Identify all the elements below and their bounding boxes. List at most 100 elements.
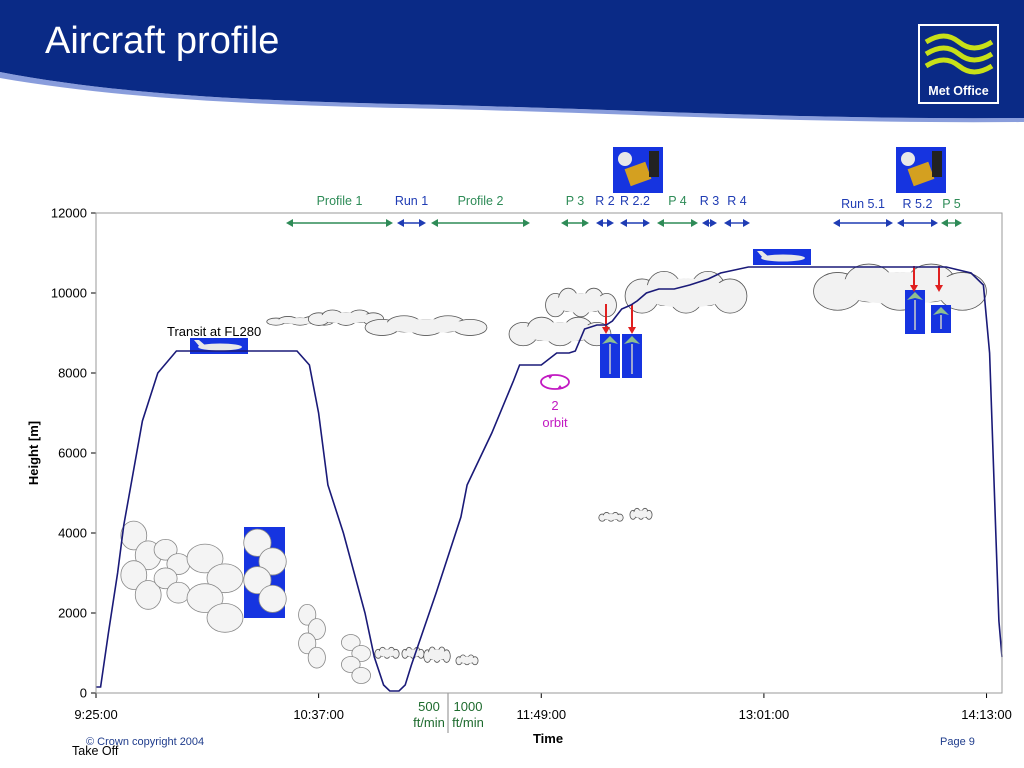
cloud-icon — [401, 646, 425, 659]
orbit-count-label: 2 — [551, 398, 558, 413]
segment-label: P 5 — [942, 197, 961, 211]
segment-label: Profile 1 — [317, 194, 363, 208]
orbit-icon — [540, 374, 570, 390]
segment-annotation: Run 1 — [395, 194, 428, 227]
segment-arrowhead-right — [710, 219, 717, 227]
cloud-icon — [364, 315, 488, 336]
x-tick-label: 14:13:00 — [961, 707, 1012, 722]
small-cloud-icon — [629, 507, 653, 520]
segment-annotation: R 2.2 — [620, 194, 650, 227]
cumulus-cloud-icon — [120, 520, 162, 610]
rate1-unit-label: ft/min — [413, 715, 445, 730]
x-tick-label: 11:49:00 — [516, 707, 566, 722]
segment-annotation: P 4 — [657, 194, 698, 227]
red-arrow-icon — [910, 266, 918, 292]
segment-annotation: P 3 — [561, 194, 589, 227]
segment-arrowhead-right — [955, 219, 962, 227]
cumulus-cloud-icon — [298, 603, 326, 669]
transit-label: Transit at FL280 — [167, 324, 261, 339]
cumulus-cloud-icon — [186, 543, 244, 633]
segment-arrowhead-right — [419, 219, 426, 227]
segment-arrowhead-left — [941, 219, 948, 227]
segment-annotation: R 2 — [595, 194, 615, 227]
met-office-logo: Met Office — [918, 24, 999, 104]
cumulus-cloud-icon — [243, 528, 287, 613]
rate2-value-label: 1000 — [454, 699, 483, 714]
segment-arrowhead-right — [523, 219, 530, 227]
segment-arrowhead-right — [886, 219, 893, 227]
cloud-icon — [545, 287, 617, 318]
dropsonde-icon — [905, 290, 925, 334]
segment-annotation: R 4 — [724, 194, 750, 227]
cloud-icon — [624, 270, 748, 314]
segment-arrowhead-left — [833, 219, 840, 227]
segment-arrowhead-left — [897, 219, 904, 227]
takeoff-label: Take Off — [72, 744, 119, 758]
segment-label: R 4 — [727, 194, 747, 208]
segment-arrowhead-left — [724, 219, 731, 227]
cloud-icon — [813, 263, 987, 311]
y-axis-label: Height [m] — [26, 421, 41, 485]
segment-arrowhead-left — [397, 219, 404, 227]
dropsonde-icon — [600, 334, 620, 378]
segment-label: R 2.2 — [620, 194, 650, 208]
cloud-icon — [423, 646, 451, 663]
segment-arrowhead-left — [620, 219, 627, 227]
segment-annotation: P 5 — [941, 197, 962, 227]
y-tick-label: 10000 — [51, 286, 87, 301]
aircraft-icon — [190, 338, 248, 354]
segment-label: R 2 — [595, 194, 615, 208]
satellite-icon — [896, 147, 946, 193]
segment-arrowhead-right — [582, 219, 589, 227]
cumulus-cloud-icon — [153, 538, 191, 604]
plot-area-frame — [95, 212, 1003, 694]
segment-arrowhead-right — [607, 219, 614, 227]
segment-arrowhead-right — [691, 219, 698, 227]
y-tick-label: 4000 — [58, 526, 87, 541]
copyright-text: © Crown copyright 2004 — [86, 736, 205, 748]
segment-annotation: Run 5.1 — [833, 197, 893, 227]
segment-label: Run 5.1 — [841, 197, 885, 211]
small-cloud-icon — [598, 512, 624, 522]
segment-annotation: R 5.2 — [897, 197, 938, 227]
header-banner — [0, 0, 1024, 125]
cloud-icon — [307, 309, 385, 326]
segment-arrowhead-right — [743, 219, 750, 227]
dropsonde-icon — [931, 305, 951, 333]
dropsonde-icon — [622, 334, 642, 378]
x-axis-label: Time — [533, 731, 563, 746]
red-arrow-icon — [935, 266, 943, 292]
logo-text: Met Office — [928, 84, 989, 98]
segment-arrowhead-left — [596, 219, 603, 227]
x-tick-label: 10:37:00 — [293, 707, 344, 722]
segment-label: R 5.2 — [903, 197, 933, 211]
segment-arrowhead-right — [643, 219, 650, 227]
chart-decorations — [120, 147, 987, 733]
segment-annotation: Profile 1 — [286, 194, 393, 227]
red-arrow-icon — [602, 304, 610, 334]
segment-arrowhead-right — [931, 219, 938, 227]
rate1-value-label: 500 — [418, 699, 440, 714]
cumulus-cloud-icon — [341, 634, 371, 684]
segment-annotation: Profile 2 — [431, 194, 530, 227]
series-altitude-line — [96, 266, 1003, 692]
x-tick-label: 13:01:00 — [739, 707, 790, 722]
orbit-word-label: orbit — [542, 415, 568, 430]
y-tick-label: 8000 — [58, 366, 87, 381]
segment-arrowhead-left — [702, 219, 709, 227]
y-tick-label: 12000 — [51, 206, 87, 221]
segment-arrowhead-left — [431, 219, 438, 227]
segment-label: P 3 — [566, 194, 585, 208]
segment-arrowhead-left — [561, 219, 568, 227]
red-arrow-icon — [628, 304, 636, 334]
slide-title: Aircraft profile — [45, 20, 280, 62]
y-tick-label: 0 — [80, 686, 87, 701]
segment-label: R 3 — [700, 194, 720, 208]
slide-header — [0, 0, 1024, 125]
chart-text-annotations: Height [m] Time Transit at FL280 2 orbit… — [26, 324, 568, 758]
rate2-unit-label: ft/min — [452, 715, 484, 730]
wave-icon — [924, 33, 994, 75]
